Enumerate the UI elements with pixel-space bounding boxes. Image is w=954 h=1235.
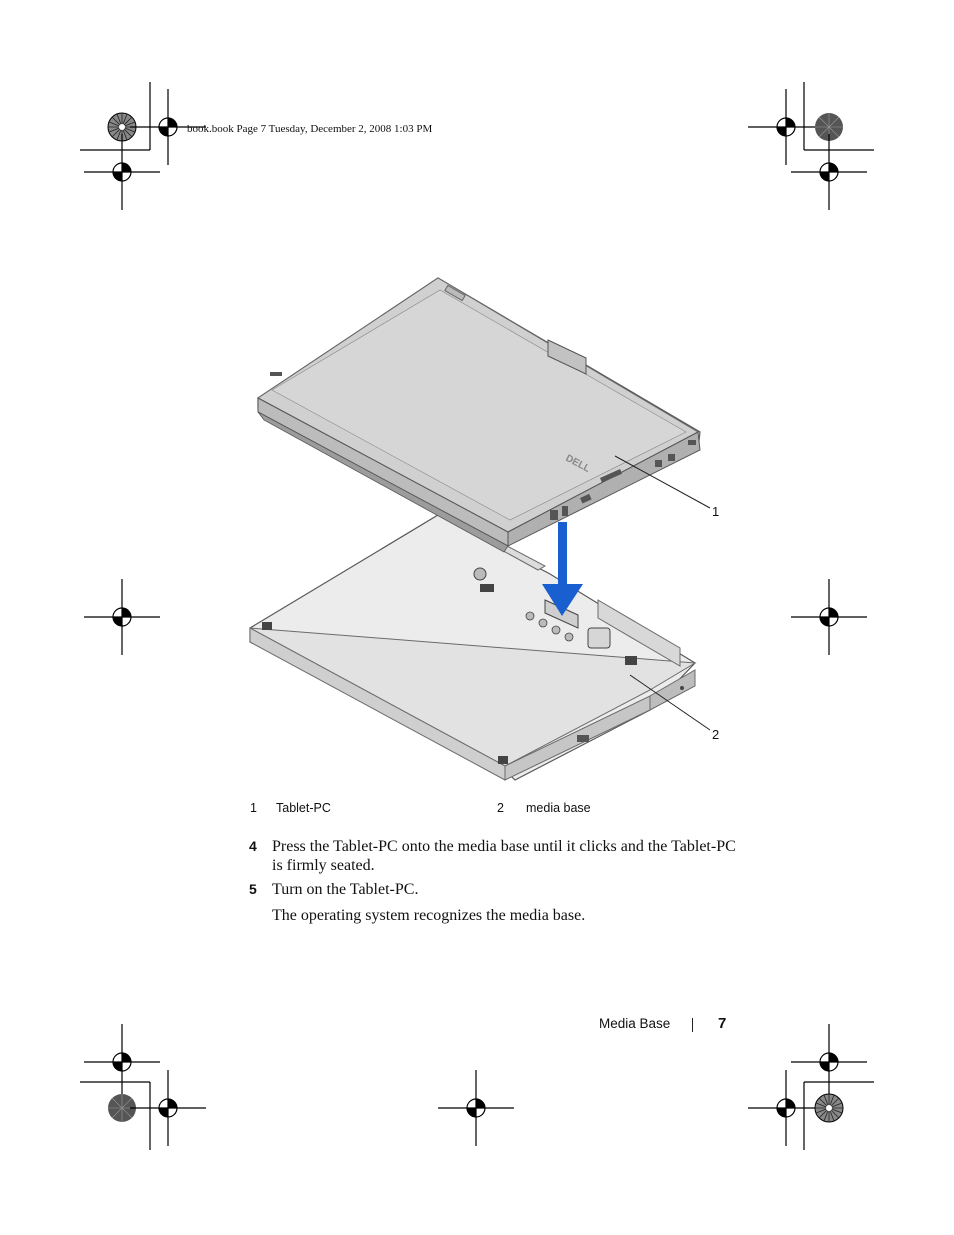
footer-separator xyxy=(692,1018,693,1032)
footer-section-title: Media Base xyxy=(599,1016,671,1031)
step-4-line-1: Press the Tablet-PC onto the media base … xyxy=(272,838,736,855)
tablet-docking-illustration: DELL xyxy=(249,277,711,781)
step-number-5: 5 xyxy=(249,881,257,897)
page-number: 7 xyxy=(718,1015,727,1032)
legend-label-1: Tablet-PC xyxy=(276,801,331,815)
legend-label-2: media base xyxy=(526,801,591,815)
step-number-4: 4 xyxy=(249,838,257,854)
insert-direction-arrow xyxy=(542,522,583,616)
step-4-line-2: is firmly seated. xyxy=(272,857,375,874)
result-note: The operating system recognizes the medi… xyxy=(272,907,586,924)
step-5-line-1: Turn on the Tablet-PC. xyxy=(272,881,419,898)
callout-1: 1 xyxy=(712,504,720,519)
media-base-drawing xyxy=(249,512,697,781)
tablet-pc-drawing: DELL xyxy=(257,277,701,553)
print-header: book.book Page 7 Tuesday, December 2, 20… xyxy=(187,123,433,135)
legend-num-1: 1 xyxy=(250,801,257,815)
callout-2: 2 xyxy=(712,727,720,742)
legend-num-2: 2 xyxy=(497,801,504,815)
